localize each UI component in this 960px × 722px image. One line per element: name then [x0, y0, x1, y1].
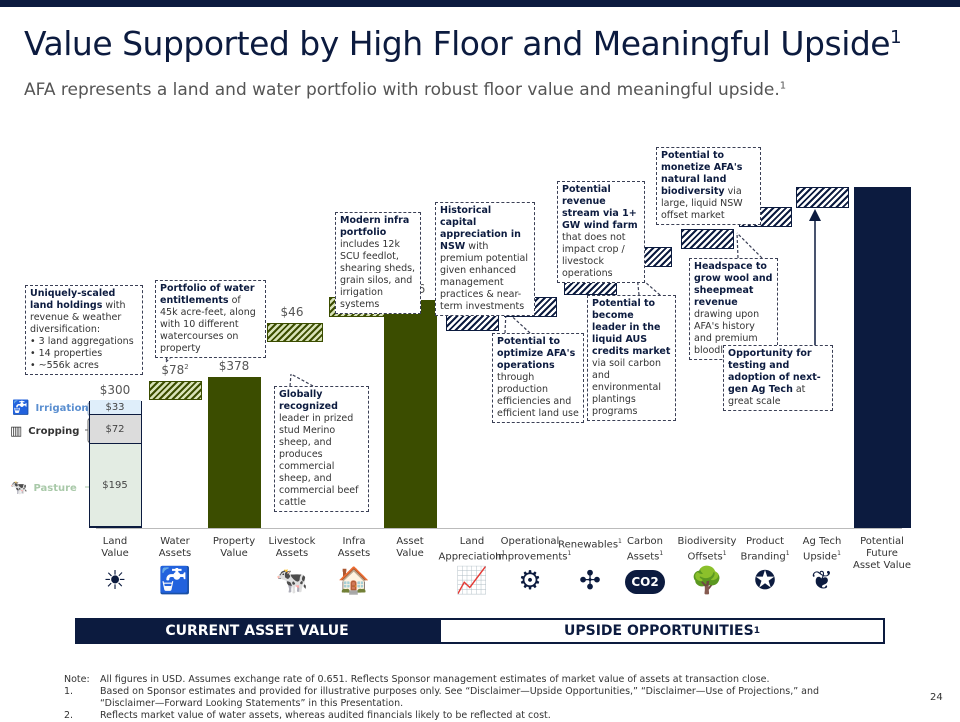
quality-badge-icon: ✪ [754, 566, 776, 596]
page-title: Value Supported by High Floor and Meanin… [24, 24, 902, 63]
cow-icon: 🐄 [10, 480, 28, 496]
callout-water: Portfolio of water entitlements of 45k a… [155, 280, 266, 358]
banner-current-asset-value: CURRENT ASSET VALUE [75, 618, 439, 644]
value-label: $300 [99, 383, 131, 397]
bar-property-value [207, 377, 261, 528]
bar-potential-future-asset-value [853, 187, 911, 528]
growth-chart-icon: 📈 [455, 566, 489, 596]
barn-icon: 🏠 [337, 566, 371, 596]
callout-livestock: Globally recognized leader in prized stu… [274, 386, 369, 512]
bar-upside-ag-tech-upside [795, 187, 849, 208]
page-subtitle: AFA represents a land and water portfoli… [24, 80, 787, 100]
footnotes: Note:All figures in USD. Assumes exchang… [64, 674, 820, 721]
faucet-icon: 🚰 [158, 566, 192, 596]
callout-operations: Potential to optimize AFA's operations t… [492, 333, 584, 423]
sun-field-icon: ☀ [103, 566, 127, 596]
callout-biodiversity: Potential to monetize AFA's natural land… [656, 147, 761, 225]
wind-turbine-icon: ✣ [579, 566, 601, 596]
bar-asset-value [383, 300, 437, 528]
land-segment-cropping: $72 [89, 415, 141, 444]
land-segment-irrigation: $33 [89, 400, 141, 415]
x-axis-line [96, 528, 902, 529]
x-tick-label: Renewables1 [558, 538, 622, 551]
leaf-gear-icon: ❦ [811, 566, 833, 596]
callout-wind: Potential revenue stream via 1+ GW wind … [557, 181, 645, 283]
callout-infra: Modern infra portfolio includes 12k SCU … [335, 212, 421, 314]
side-label-pasture: 🐄Pasture [10, 480, 77, 496]
co2-cloud-icon: CO2 [625, 570, 665, 594]
crop-icon: ▥ [10, 424, 23, 439]
callout-agtech: Opportunity for testing and adoption of … [723, 345, 833, 411]
faucet-icon: 🚰 [12, 400, 30, 416]
bar-water-assets [148, 381, 202, 400]
land-segment-pasture: $195 [89, 444, 141, 527]
callout-land: Uniquely-scaled land holdings with reven… [25, 285, 143, 375]
side-label-cropping: ▥Cropping [10, 424, 80, 439]
bar-land-value: $195$72$33 [88, 400, 142, 528]
side-label-irrigation: 🚰Irrigation [12, 400, 89, 416]
top-bar [0, 0, 960, 7]
bar-livestock-assets [266, 323, 323, 342]
bar-upside-biodiversity-offsets [680, 229, 734, 249]
value-label: $378 [218, 359, 250, 373]
cow-icon: 🐄 [275, 566, 309, 596]
tree-icon: 🌳 [690, 566, 724, 596]
value-label: $782 [161, 363, 189, 377]
page-number: 24 [930, 692, 943, 703]
gears-icon: ⚙ [518, 566, 542, 596]
callout-appreciation: Historical capital appreciation in NSW w… [435, 202, 535, 316]
value-label: $46 [280, 305, 304, 319]
callout-carbon: Potential to become leader in the liquid… [587, 295, 676, 421]
